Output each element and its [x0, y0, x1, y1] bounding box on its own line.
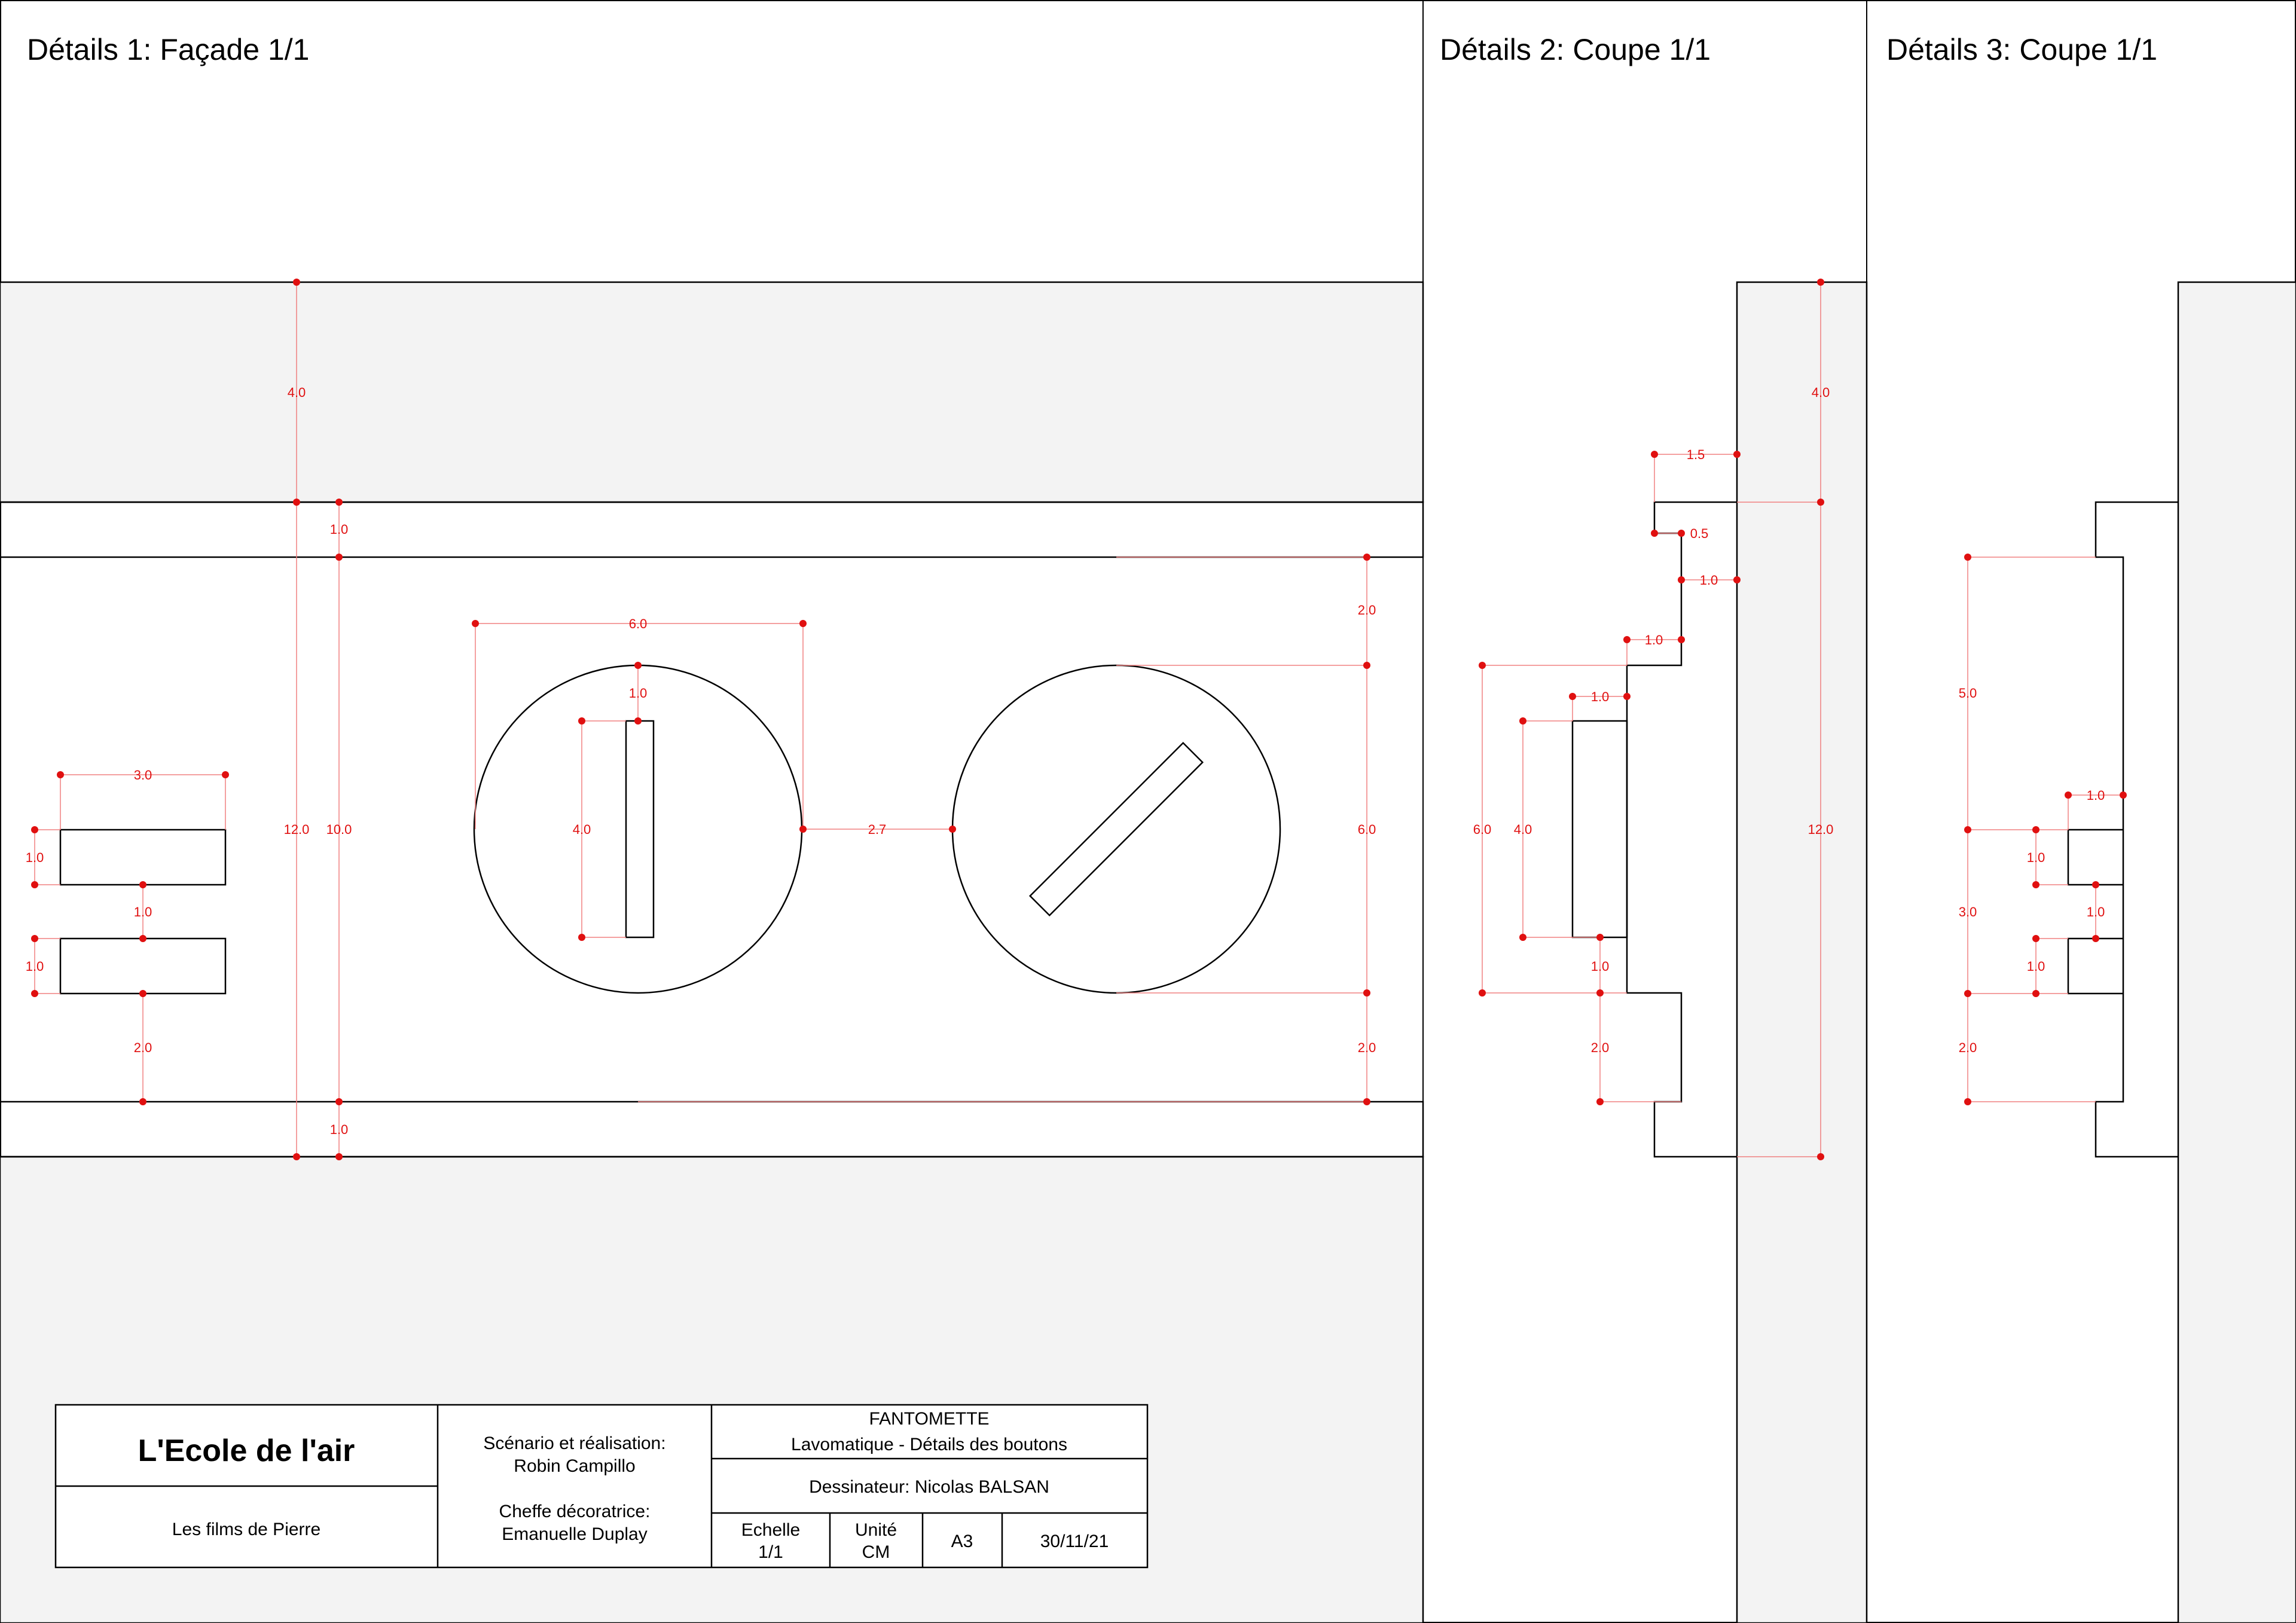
credits-designer-label: Cheffe décoratrice:: [499, 1502, 651, 1521]
paper-format: A3: [951, 1532, 973, 1551]
credits-designer-name: Emanuelle Duplay: [502, 1524, 647, 1544]
slot-button-upper: [59, 829, 227, 886]
scale-value: 1/1: [758, 1542, 783, 1562]
studio-name: L'Ecole de l'air: [138, 1434, 355, 1468]
dim-label: 12.0: [1808, 822, 1834, 837]
dim-label: 4.0: [288, 385, 306, 400]
slot-profile-lower-3: [2067, 937, 2123, 995]
dim-label: 3.0: [1959, 904, 1977, 919]
detail-3-section: 5.0 1.0 1.0 3.0 1.0 1.0 2.0 Détails 3: C…: [1886, 33, 2296, 1623]
detail-2-dimension-lines: [1482, 282, 1821, 1157]
detail-1-dimension-labels: 4.0 1.0 12.0 10.0 1.0 6.0 1.0 4.0 2.7 2.…: [26, 385, 1376, 1137]
dim-label: 3.0: [134, 768, 152, 783]
frame-strip-top: [0, 501, 1424, 558]
dim-label: 2.0: [1959, 1040, 1977, 1055]
dim-label: 6.0: [1473, 822, 1492, 837]
dim-label: 4.0: [1514, 822, 1532, 837]
dim-label: 2.0: [1358, 1040, 1376, 1055]
dim-label: 4.0: [1812, 385, 1830, 400]
detail-3-title: Détails 3: Coupe 1/1: [1886, 33, 2157, 66]
dim-label: 0.5: [1690, 526, 1709, 541]
dim-label: 1.0: [629, 686, 648, 701]
detail-1-dimension-points: [31, 279, 1370, 1160]
dim-label: 1.0: [330, 522, 349, 537]
dim-label: 6.0: [1358, 822, 1376, 837]
unit-label: Unité: [855, 1520, 897, 1540]
dim-label: 6.0: [629, 616, 648, 631]
detail-3-dimension-points: [1964, 554, 2127, 1105]
drafter-name: Dessinateur: Nicolas BALSAN: [809, 1477, 1049, 1497]
frame-profile-2: [1626, 501, 1737, 1158]
dim-label: 1.0: [330, 1122, 349, 1137]
slot-button-lower: [59, 937, 227, 995]
dim-label: 1.0: [134, 904, 152, 919]
dim-label: 4.0: [573, 822, 591, 837]
detail-2-title: Détails 2: Coupe 1/1: [1440, 33, 1711, 66]
wall-section-3: [2177, 281, 2296, 1623]
detail-2-dimension-labels: 1.5 0.5 1.0 1.0 1.0 6.0 4.0 1.0 2.0 4.0 …: [1473, 385, 1834, 1055]
dim-label: 1.0: [26, 959, 44, 974]
dim-label: 1.0: [2027, 959, 2045, 974]
drawing-date: 30/11/21: [1040, 1532, 1109, 1551]
dim-label: 1.0: [2027, 850, 2045, 865]
dim-label: 1.0: [1591, 959, 1610, 974]
credits-writer-name: Robin Campillo: [514, 1456, 635, 1476]
producer-name: Les films de Pierre: [172, 1520, 320, 1539]
dim-label: 2.0: [134, 1040, 152, 1055]
frame-strip-bottom: [0, 1101, 1424, 1158]
dim-label: 1.0: [1700, 573, 1718, 588]
slot-profile-upper-3: [2067, 829, 2123, 886]
dim-label: 10.0: [326, 822, 352, 837]
detail-2-section: 1.5 0.5 1.0 1.0 1.0 6.0 4.0 1.0 2.0 4.0 …: [1440, 33, 1868, 1623]
dim-label: 1.5: [1687, 447, 1705, 462]
credits-writer-label: Scénario et réalisation:: [483, 1434, 665, 1453]
project-name: FANTOMETTE: [869, 1409, 989, 1429]
dim-label: 1.0: [1591, 689, 1610, 704]
knob-rotated: [951, 664, 1281, 994]
detail-1-dimension-lines: [34, 282, 1367, 1157]
title-block: L'Ecole de l'air Les films de Pierre Scé…: [54, 1404, 1149, 1569]
dim-label: 2.0: [1591, 1040, 1610, 1055]
unit-value: CM: [862, 1542, 890, 1562]
detail-1-facade: 4.0 1.0 12.0 10.0 1.0 6.0 1.0 4.0 2.7 2.…: [0, 33, 1424, 1623]
knob-rotated-indicator: [1028, 741, 1204, 917]
dim-label: 2.7: [868, 822, 887, 837]
knob-vertical-indicator: [625, 720, 655, 939]
button-profile-2: [1571, 720, 1628, 939]
dim-label: 1.0: [2087, 788, 2105, 803]
detail-2-dimension-points: [1479, 279, 1824, 1160]
dim-label: 5.0: [1959, 686, 1977, 701]
dim-label: 1.0: [26, 850, 44, 865]
dim-label: 1.0: [1645, 632, 1663, 647]
wall-section-2: [1736, 281, 1868, 1623]
detail-3-dimension-labels: 5.0 1.0 1.0 3.0 1.0 1.0 2.0: [1959, 686, 2105, 1055]
sheet-title: Lavomatique - Détails des boutons: [791, 1435, 1067, 1454]
wall-band-top: [0, 281, 1424, 503]
dim-label: 1.0: [2087, 904, 2105, 919]
detail-1-title: Détails 1: Façade 1/1: [27, 33, 310, 66]
dim-label: 2.0: [1358, 603, 1376, 618]
scale-label: Echelle: [741, 1520, 800, 1540]
dim-label: 12.0: [284, 822, 310, 837]
